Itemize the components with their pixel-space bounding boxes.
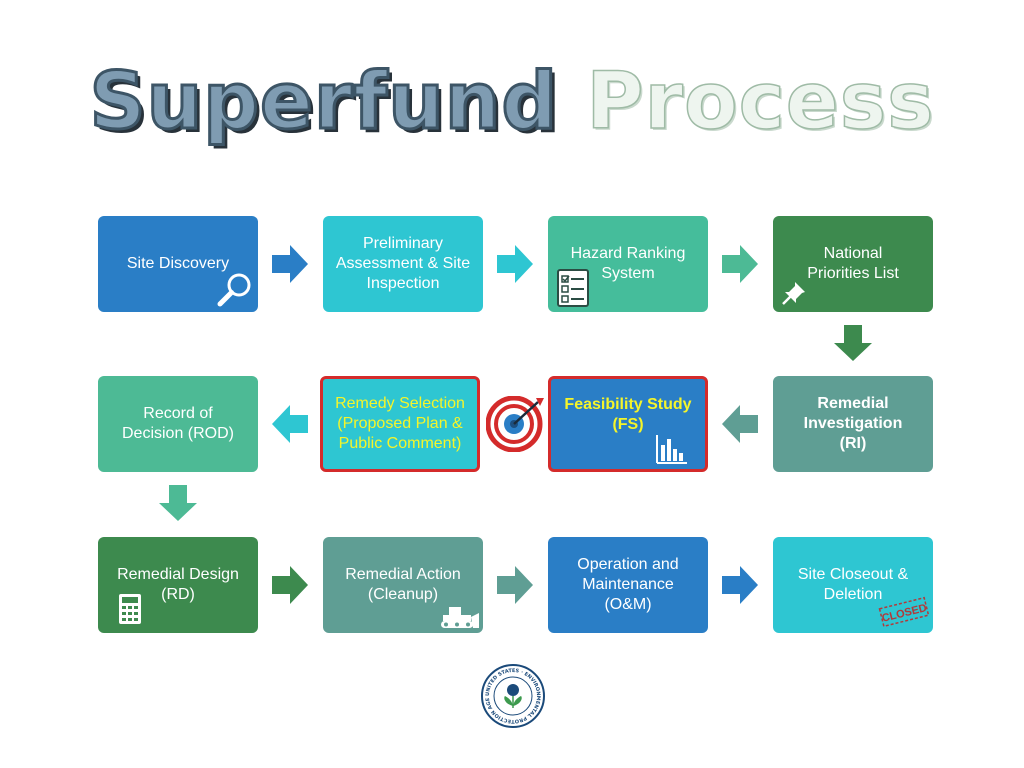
epa-seal-icon: UNITED STATES · ENVIRONMENTAL PROTECTION… [481,664,545,728]
pushpin-icon [782,282,805,305]
arrow-right-3 [722,245,758,283]
arrow-right-4 [272,566,308,604]
arrow-down-2 [159,485,197,521]
step-site-discovery: Site Discovery [98,216,258,312]
closed-stamp-text: CLOSED [881,602,928,625]
step-remedial-action: Remedial Action (Cleanup) [323,537,483,633]
step-label: Remedial Investigation (RI) [803,395,903,452]
step-label: Record of Decision (ROD) [121,405,234,442]
step-label: Site Closeout & Deletion [797,566,909,603]
closed-stamp-icon: CLOSED [878,596,930,628]
step-national-priorities-list: National Priorities List [773,216,933,312]
arrow-right-5 [497,566,533,604]
checklist-icon [557,269,589,307]
arrow-left-1 [722,405,758,443]
step-label: Remedial Action (Cleanup) [345,566,461,603]
step-record-of-decision: Record of Decision (ROD) [98,376,258,472]
step-label: Remedial Design (RD) [117,566,239,603]
step-label: Feasibility Study (FS) [564,396,692,433]
step-site-closeout: Site Closeout & Deletion CLOSED [773,537,933,633]
step-operation-maintenance: Operation and Maintenance (O&M) [548,537,708,633]
step-remedial-design: Remedial Design (RD) [98,537,258,633]
arrow-right-1 [272,245,308,283]
step-label: Remedy Selection (Proposed Plan & Public… [335,395,465,452]
step-remedial-investigation: Remedial Investigation (RI) [773,376,933,472]
title-superfund: Superfund [88,56,559,149]
step-label: Hazard Ranking System [570,245,686,282]
step-feasibility-study: Feasibility Study (FS) [548,376,708,472]
magnifier-icon [217,273,251,307]
arrow-right-2 [497,245,533,283]
step-label: Operation and Maintenance (O&M) [577,556,679,613]
calculator-icon [119,594,141,624]
bulldozer-icon [441,607,479,628]
step-hazard-ranking: Hazard Ranking System [548,216,708,312]
step-label: Site Discovery [126,255,230,272]
bar-chart-icon [656,435,687,464]
target-icon [486,396,544,452]
step-label: Preliminary Assessment & Site Inspection [335,235,471,292]
title-process: Process [586,56,935,148]
step-remedy-selection: Remedy Selection (Proposed Plan & Public… [320,376,480,472]
arrow-left-2 [272,405,308,443]
page-title: Superfund Process [0,52,1024,152]
step-preliminary-assessment: Preliminary Assessment & Site Inspection [323,216,483,312]
arrow-down-1 [834,325,872,361]
arrow-right-6 [722,566,758,604]
step-label: National Priorities List [807,245,899,282]
